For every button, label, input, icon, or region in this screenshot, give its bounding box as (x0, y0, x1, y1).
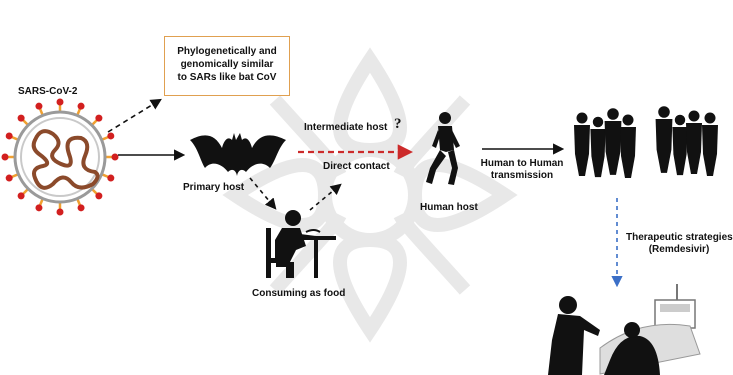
direct-contact-label: Direct contact (323, 161, 390, 172)
crowd-person-head (607, 108, 619, 120)
note-line-1: Phylogenetically and (177, 46, 277, 57)
virus-spike-head (17, 114, 25, 122)
therapeutic-line-2: (Remdesivir) (648, 244, 710, 255)
virus-spike-head (95, 114, 103, 122)
therapeutic-line-1: Therapeutic strategies (626, 232, 733, 243)
crowd-person-body (672, 127, 688, 176)
virus-spike-head (17, 192, 25, 200)
h2h-line-1: Human to Human (480, 158, 564, 169)
h2h-line-2: transmission (490, 170, 554, 181)
therapeutic-label: Therapeutic strategies (Remdesivir) (626, 232, 733, 256)
crowd-person-head (576, 112, 588, 124)
virus-spike-head (107, 174, 115, 182)
crowd-person-body (574, 125, 590, 176)
crowd-person-head (674, 114, 686, 126)
consuming-label: Consuming as food (252, 288, 346, 299)
note-line-2: genomically similar (180, 59, 274, 70)
virus-label: SARS-CoV-2 (18, 86, 78, 97)
virus-spike-head (77, 204, 85, 212)
patient-care-icon (548, 284, 701, 375)
virus-spike-head (5, 132, 13, 140)
primary-host-label: Primary host (183, 182, 245, 193)
arrow-eater-to-contact (309, 183, 342, 211)
human-host-label: Human host (420, 202, 478, 213)
crowd-person-body (686, 123, 702, 174)
virus-spike-head (77, 102, 85, 110)
virus-spike-head (35, 204, 43, 212)
virus-spike-head (1, 153, 9, 161)
question-mark-label: ? (394, 116, 402, 132)
crowd-person-head (622, 114, 634, 126)
arrow-virus-to-note (107, 98, 162, 133)
virus-spike-head (5, 174, 13, 182)
human-host-icon (426, 112, 460, 185)
crowd-person-body (590, 129, 606, 178)
virus-spike-head (111, 153, 119, 161)
virus-icon (1, 98, 119, 216)
crowd-person-body (604, 121, 622, 175)
watermark-mandala-icon (222, 47, 518, 343)
similarity-note-box: Phylogenetically and genomically similar… (164, 36, 290, 96)
virus-spike-head (56, 208, 64, 216)
virus-spike-head (107, 132, 115, 140)
crowd-person-head (704, 112, 716, 124)
similarity-note-text: Phylogenetically and genomically similar… (165, 45, 289, 84)
intermediate-host-label: Intermediate host (304, 122, 388, 133)
crowd-person-body (620, 127, 636, 178)
crowd-icon (574, 106, 718, 178)
crowd-person-head (688, 110, 700, 122)
h2h-transmission-label: Human to Human transmission (477, 158, 567, 182)
arrow-bat-to-eater (249, 177, 277, 210)
crowd-person-body (655, 119, 673, 173)
virus-spike-head (56, 98, 64, 106)
virus-spike-head (35, 102, 43, 110)
bat-icon (190, 133, 286, 176)
person-eating-icon (266, 210, 336, 278)
note-line-3: to SARs like bat CoV (177, 72, 277, 83)
crowd-person-head (658, 106, 670, 118)
virus-spike-head (95, 192, 103, 200)
crowd-person-body (702, 125, 718, 176)
crowd-person-head (592, 116, 604, 128)
